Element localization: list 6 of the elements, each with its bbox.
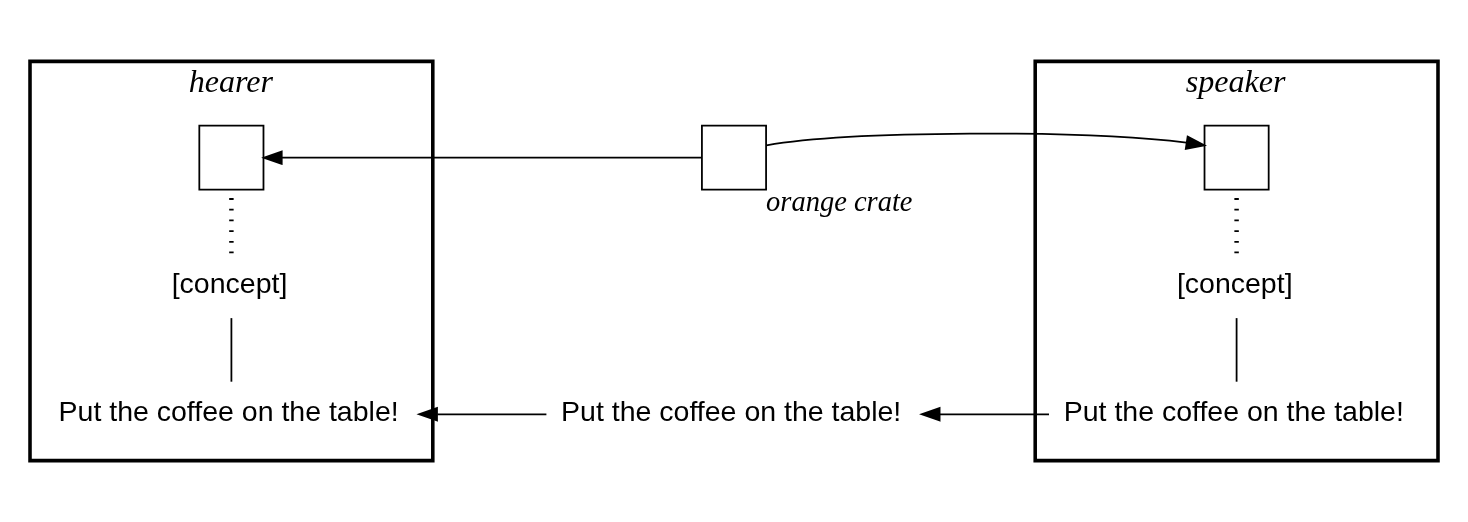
node-text: Put the coffee on the table! (561, 395, 902, 428)
node-text: Put the coffee on the table! (1063, 395, 1404, 428)
node-label: orange crate (766, 185, 913, 217)
node-text: [concept] (171, 266, 288, 299)
node-text: [concept] (1176, 266, 1293, 299)
node-text: Put the coffee on the table! (58, 395, 399, 428)
